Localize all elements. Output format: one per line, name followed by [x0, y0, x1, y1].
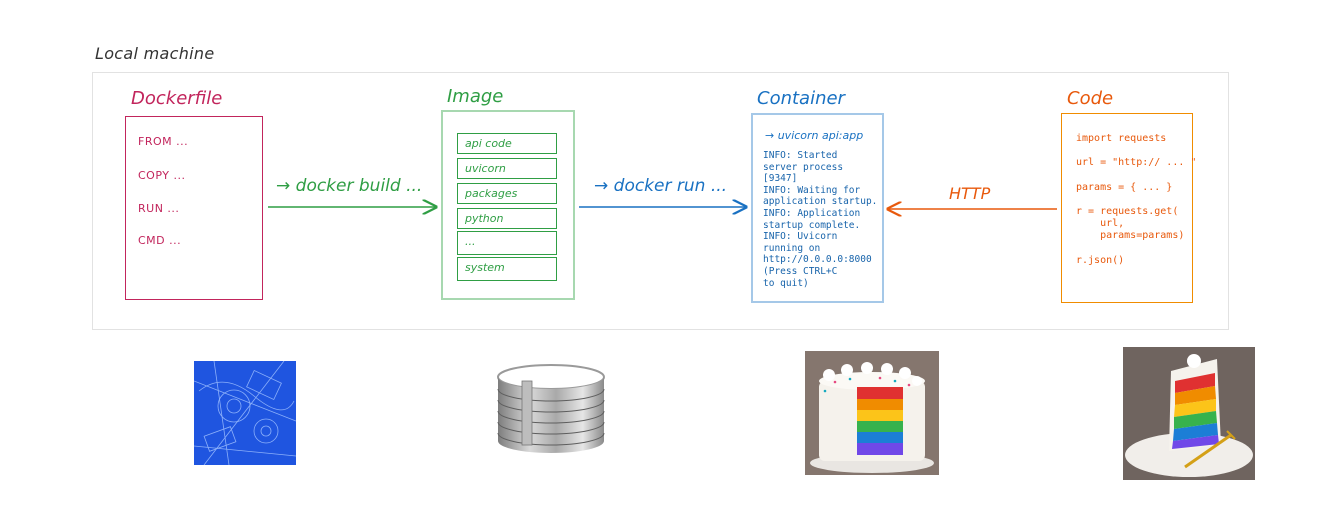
code-title: Code [1067, 88, 1114, 109]
container-title: Container [757, 88, 845, 109]
dockerfile-line: RUN ... [138, 202, 180, 215]
docker-run-label: → docker run ... [594, 176, 728, 196]
image-layer: system [457, 257, 557, 281]
image-layer: uvicorn [457, 158, 557, 179]
image-title: Image [447, 86, 504, 107]
blueprint-drawing [194, 361, 296, 465]
local-machine-frame [92, 72, 1229, 330]
rainbow-cake-drawing [805, 351, 939, 475]
image-layer: python [457, 208, 557, 229]
container-command: → uvicorn api:app [765, 129, 864, 142]
image-layer: packages [457, 183, 557, 204]
code-line: url = "http:// ... " [1076, 157, 1197, 168]
dockerfile-box: FROM ... COPY ... RUN ... CMD ... [125, 116, 263, 300]
code-line: r = requests.get( url, params=params) [1076, 206, 1185, 241]
docker-build-label: → docker build ... [276, 176, 423, 196]
ring-mold-drawing [497, 364, 605, 453]
code-line: r.json() [1076, 255, 1125, 266]
code-line: params = { ... } [1076, 182, 1173, 193]
cake-slice-drawing [1123, 347, 1255, 480]
container-box: → uvicorn api:app INFO: Started server p… [751, 113, 884, 303]
rainbow-cake-slice-image [1123, 347, 1255, 480]
image-box: api code uvicorn packages python ... sys… [441, 110, 575, 300]
blueprint-image [194, 361, 296, 465]
image-layer: api code [457, 133, 557, 154]
local-machine-label: Local machine [95, 44, 215, 63]
dockerfile-line: COPY ... [138, 169, 186, 182]
dockerfile-line: CMD ... [138, 234, 182, 247]
image-layer: ... [457, 231, 557, 255]
code-line: import requests [1076, 133, 1167, 144]
http-label: HTTP [949, 184, 991, 203]
code-box: import requests url = "http:// ... " par… [1061, 113, 1197, 303]
container-log: INFO: Started server process [9347] INFO… [763, 150, 878, 289]
dockerfile-title: Dockerfile [131, 88, 223, 109]
rainbow-cake-image [805, 351, 939, 475]
cake-ring-mold-image [494, 361, 608, 461]
dockerfile-line: FROM ... [138, 135, 189, 148]
